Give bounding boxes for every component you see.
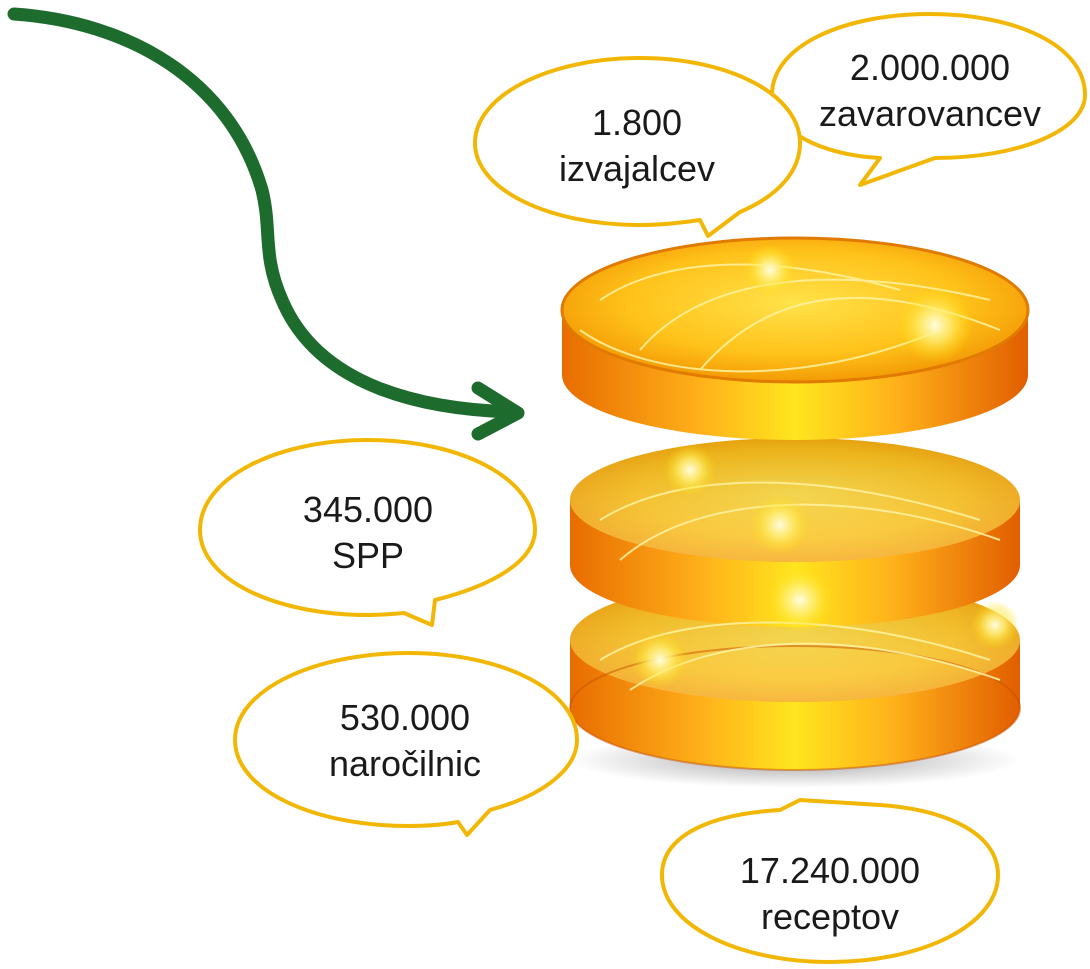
bubble-spp-label: SPP	[332, 535, 404, 576]
bubble-receptov: 17.240.000 receptov	[660, 798, 1000, 964]
bubble-izvajalcev-label: izvajalcev	[559, 148, 715, 189]
bubble-zavarovancev-value: 2.000.000	[850, 47, 1010, 88]
bubble-spp: 345.000 SPP	[198, 438, 537, 627]
bubble-receptov-label: receptov	[761, 896, 899, 937]
bubble-receptov-value: 17.240.000	[740, 850, 920, 891]
bubble-zavarovancev-label: zavarovancev	[819, 93, 1041, 134]
bubble-narocilnic-label: naročilnic	[329, 743, 481, 784]
database-icon	[560, 236, 1030, 788]
bubble-zavarovancev: 2.000.000 zavarovancev	[770, 12, 1087, 187]
curved-arrow-icon	[7, 7, 525, 441]
bubble-izvajalcev: 1.800 izvajalcev	[473, 56, 802, 238]
bubble-narocilnic-value: 530.000	[340, 697, 470, 738]
bubble-izvajalcev-value: 1.800	[592, 102, 682, 143]
bubble-narocilnic: 530.000 naročilnic	[233, 651, 579, 837]
bubble-spp-value: 345.000	[303, 489, 433, 530]
